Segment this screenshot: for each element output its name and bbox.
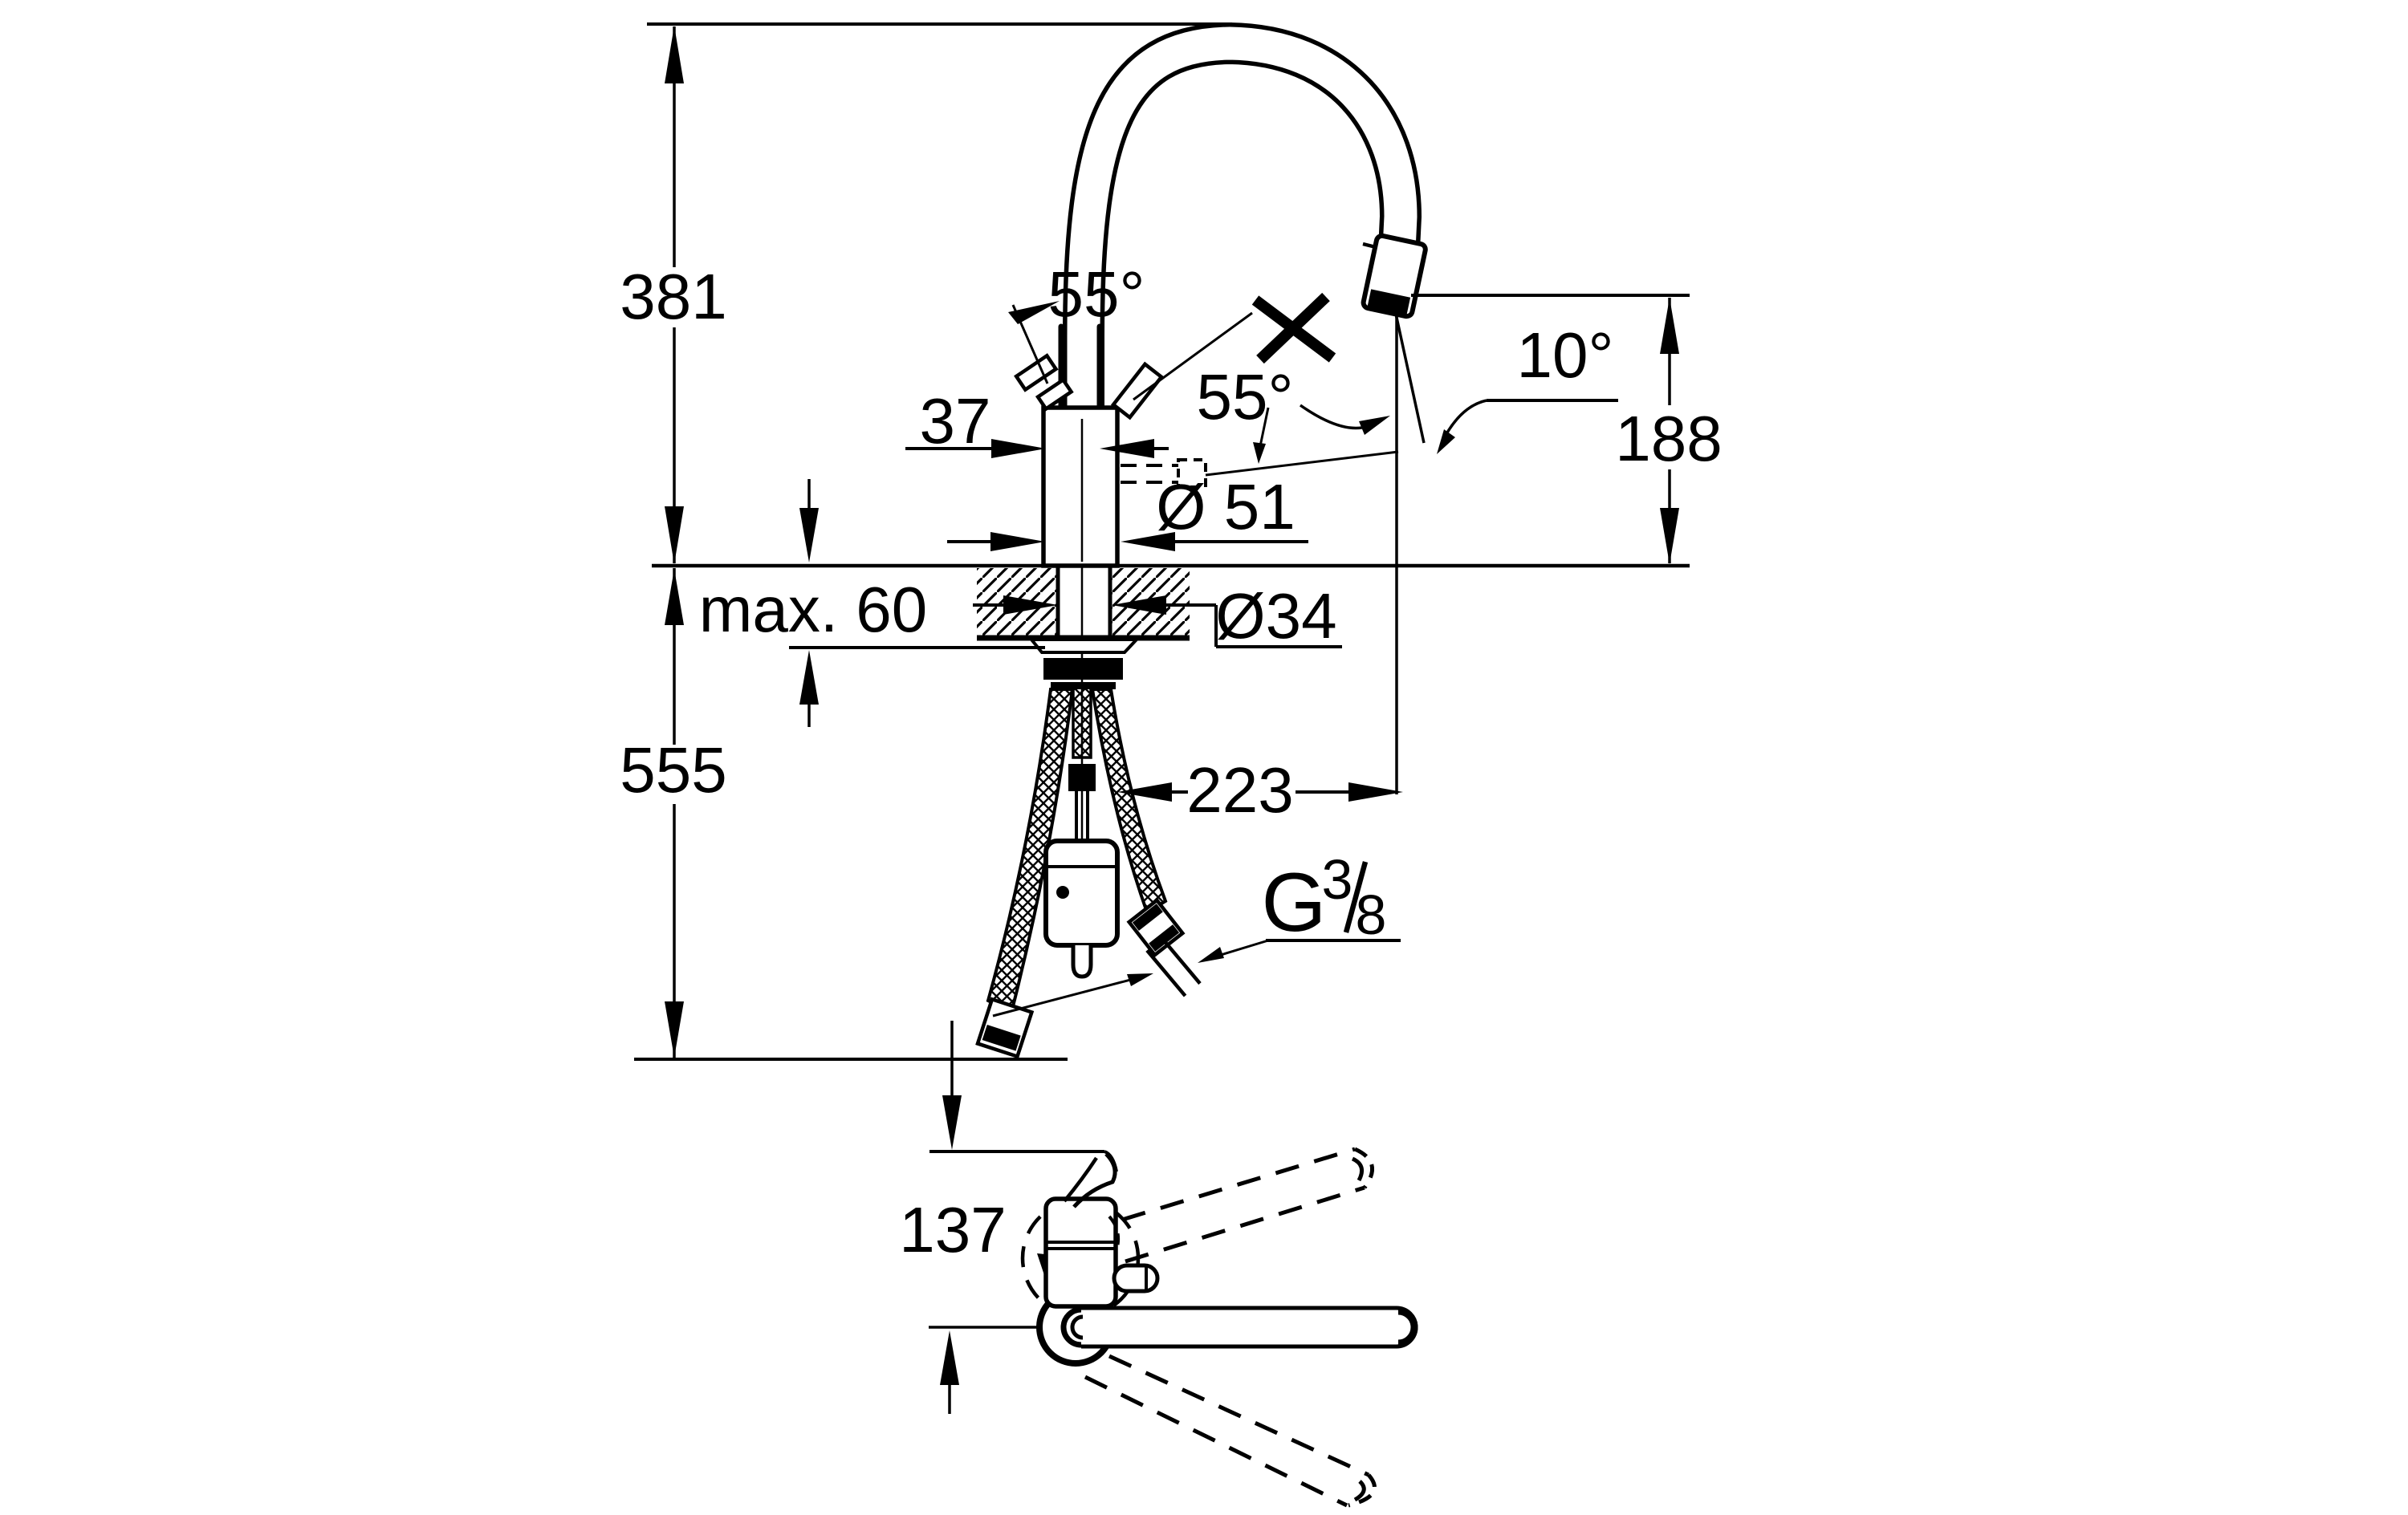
dim-spout-reach-223: 223 xyxy=(1117,754,1403,826)
dim-thread-g38: G 3 8 xyxy=(992,848,1401,1017)
angle-arc-arrow xyxy=(1253,404,1390,464)
dim-handle-angle-right-55: 55° xyxy=(1197,361,1294,433)
label-hole-diameter: Ø34 xyxy=(1215,580,1336,652)
angle-leader-arrows xyxy=(1008,292,1336,364)
label-spray-angle: 10° xyxy=(1517,319,1614,391)
dim-max-counter-60: max. 60 xyxy=(699,479,1045,727)
supply-hose-right xyxy=(1090,688,1202,997)
handle-lever-right-position xyxy=(1110,311,1253,420)
faucet-body xyxy=(1041,405,1120,568)
label-handle-angle-right: 55° xyxy=(1197,361,1294,433)
dim-body-diameter-51: Ø 51 xyxy=(947,471,1308,551)
dim-top-offset-137: 137 xyxy=(899,1021,1118,1414)
mounting-hardware xyxy=(1027,638,1141,689)
top-view: 137 xyxy=(899,1021,1418,1508)
label-body-diameter: Ø 51 xyxy=(1156,471,1295,542)
label-handle-angle-left: 55° xyxy=(1048,258,1145,330)
dim-hole-diameter-34: Ø34 xyxy=(973,580,1342,652)
spout-arc xyxy=(1063,22,1422,406)
side-view: 381 55° 55° 10° 188 37 xyxy=(620,22,1723,1061)
handle-lever-top xyxy=(1063,1152,1117,1208)
label-total-height: 381 xyxy=(620,261,726,332)
label-thread-denominator: 8 xyxy=(1356,883,1387,946)
label-body-width: 37 xyxy=(920,385,991,457)
handle-knob-pin xyxy=(1112,1263,1160,1294)
supply-hose-left xyxy=(975,688,1075,1059)
label-total-depth: 555 xyxy=(620,734,726,806)
dim-total-height-381: 381 xyxy=(620,22,1232,564)
label-max-counter: max. 60 xyxy=(699,574,928,645)
spray-hose-stub-dashed xyxy=(1121,450,1399,489)
label-thread-letter: G xyxy=(1262,856,1327,949)
label-thread-numerator: 3 xyxy=(1322,848,1353,911)
label-top-offset: 137 xyxy=(899,1194,1006,1265)
label-spout-reach: 223 xyxy=(1186,754,1293,826)
dim-body-width-37: 37 xyxy=(905,385,1169,458)
pulldown-hose-valve xyxy=(1043,685,1120,979)
dim-outlet-height-188: 188 xyxy=(1411,294,1723,564)
spray-direction-lines xyxy=(1393,305,1426,794)
spray-head xyxy=(1361,233,1428,319)
dim-handle-angle-left-55: 55° xyxy=(1048,258,1145,330)
spout-top xyxy=(1060,1306,1418,1349)
label-outlet-height: 188 xyxy=(1615,403,1722,474)
spout-swivel-upper-dashed xyxy=(1121,1147,1374,1264)
dim-spray-angle-10: 10° xyxy=(1437,319,1618,454)
dim-total-depth-555: 555 xyxy=(620,568,1068,1061)
spout-swivel-lower-dashed xyxy=(1084,1354,1377,1508)
